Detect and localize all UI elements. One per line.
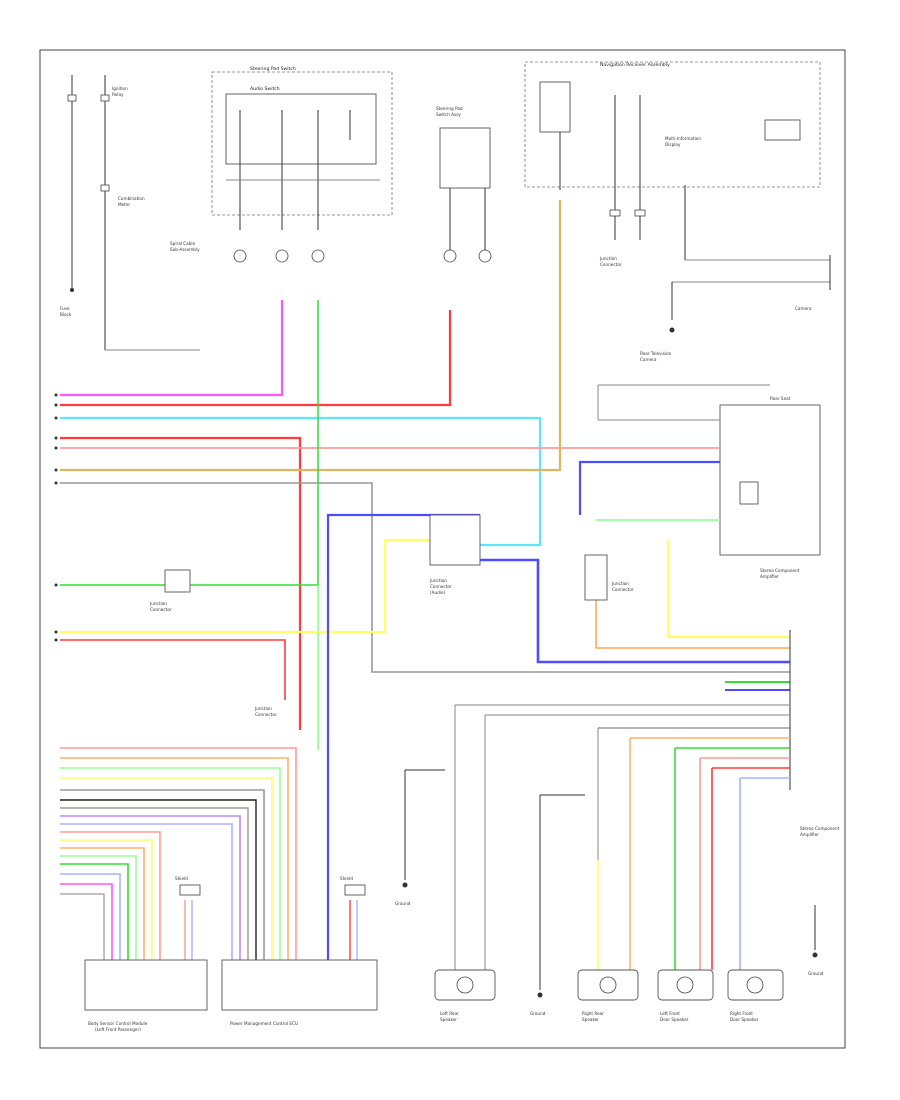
- radio-receiver-top: Navigation Receiver Assembly Multi-Infor…: [524, 61, 831, 362]
- svg-text:Body Sensor Control Module: Body Sensor Control Module: [88, 1021, 148, 1026]
- svg-text:Combination: Combination: [118, 196, 145, 201]
- svg-text:Right Rear: Right Rear: [582, 1011, 604, 1016]
- svg-text:Stereo Component: Stereo Component: [800, 826, 840, 831]
- telephone-switch: Steering Pad Switch Assy: [436, 106, 492, 263]
- right-front-door-speaker: Right Front Door Speaker: [727, 969, 784, 1022]
- wire-tan: [60, 200, 562, 472]
- svg-text:Steering Pad: Steering Pad: [436, 106, 463, 111]
- left-edge-terminals: [54, 393, 58, 642]
- svg-text:Door Speaker: Door Speaker: [660, 1017, 689, 1022]
- svg-text:Junction: Junction: [611, 581, 629, 586]
- body-sensor-control-module: Body Sensor Control Module (Left Front P…: [84, 959, 208, 1032]
- svg-text:Block: Block: [60, 312, 72, 317]
- wire-green: [60, 300, 319, 750]
- shield-connectors-bottom: Shield Shield: [175, 876, 366, 960]
- svg-text:Relay: Relay: [112, 92, 124, 97]
- svg-text:Connector: Connector: [150, 607, 172, 612]
- wire-light-green-right: [596, 519, 790, 691]
- svg-text:Spiral Cable: Spiral Cable: [170, 241, 196, 246]
- svg-text:Amplifier: Amplifier: [760, 574, 779, 579]
- svg-text:Audio Switch: Audio Switch: [250, 86, 280, 92]
- svg-text:Junction: Junction: [149, 601, 167, 606]
- steering-pad-switch: Steering Pad Switch Audio Switch Spiral …: [170, 66, 393, 263]
- svg-text:Junction: Junction: [599, 256, 617, 261]
- svg-text:Left Rear: Left Rear: [440, 1011, 459, 1016]
- svg-text:(Audio): (Audio): [430, 590, 446, 595]
- right-terminal-strip: Stereo Component Amplifier: [455, 630, 840, 837]
- wire-bundle-left: [60, 747, 297, 960]
- svg-text:Ground: Ground: [808, 971, 824, 976]
- svg-text:(Left Front Passenger): (Left Front Passenger): [95, 1027, 141, 1032]
- svg-text:Right Front: Right Front: [730, 1011, 753, 1016]
- svg-text:Navigation Receiver Assembly: Navigation Receiver Assembly: [600, 62, 670, 68]
- wire-orange: [595, 600, 790, 649]
- speaker-wires: Ground Ground Ground: [395, 705, 824, 1016]
- svg-text:Connector: Connector: [430, 584, 452, 589]
- svg-text:Door Speaker: Door Speaker: [730, 1017, 759, 1022]
- left-front-door-speaker: Left Front Door Speaker: [657, 969, 714, 1022]
- center-junction: Junction Connector (Audio) Junction Conn…: [149, 514, 634, 717]
- power-management-control-ecu: Power Management Control ECU: [221, 959, 378, 1026]
- wire-yellow: [60, 538, 790, 639]
- svg-text:Steering Pad Switch: Steering Pad Switch: [250, 66, 296, 72]
- wire-red-telephone: [60, 310, 452, 407]
- svg-text:Speaker: Speaker: [582, 1017, 599, 1022]
- wire-cyan: [60, 416, 542, 547]
- svg-text:Junction: Junction: [254, 706, 272, 711]
- svg-text:Meter: Meter: [118, 202, 130, 207]
- left-rear-speaker: Left Rear Speaker: [434, 969, 496, 1022]
- svg-text:Stereo Component: Stereo Component: [760, 568, 800, 573]
- svg-text:Shield: Shield: [175, 876, 188, 881]
- diagram-frame: [39, 49, 846, 1049]
- svg-text:Connector: Connector: [612, 587, 634, 592]
- right-junction-block: Rear Seat Stereo Component Amplifier: [597, 384, 821, 579]
- svg-text:Sub-Assembly: Sub-Assembly: [170, 247, 200, 252]
- svg-text:Connector: Connector: [600, 262, 622, 267]
- svg-text:Speaker: Speaker: [440, 1017, 457, 1022]
- svg-text:Junction: Junction: [429, 578, 447, 583]
- svg-text:Ground: Ground: [395, 901, 411, 906]
- svg-text:Switch Assy: Switch Assy: [436, 112, 461, 117]
- svg-text:Shield: Shield: [340, 876, 353, 881]
- svg-text:Power Management Control ECU: Power Management Control ECU: [230, 1021, 298, 1026]
- wire-red-left: [60, 639, 286, 700]
- svg-text:Multi-Information: Multi-Information: [665, 136, 701, 141]
- wire-blue: [326, 460, 790, 960]
- svg-text:Ignition: Ignition: [112, 86, 128, 91]
- svg-text:Connector: Connector: [255, 712, 277, 717]
- top-left-connectors: Ignition Relay Combination Meter Fuse Bl…: [60, 75, 200, 351]
- svg-text:Rear Television: Rear Television: [640, 351, 672, 356]
- svg-text:Rear Seat: Rear Seat: [770, 396, 791, 401]
- svg-text:Ground: Ground: [530, 1011, 546, 1016]
- svg-text:Camera: Camera: [795, 306, 812, 311]
- svg-text:Display: Display: [665, 142, 681, 147]
- svg-text:Camera: Camera: [640, 357, 657, 362]
- svg-text:Fuse: Fuse: [60, 306, 70, 311]
- svg-text:Left Front: Left Front: [660, 1011, 680, 1016]
- right-rear-speaker: Right Rear Speaker: [577, 969, 639, 1022]
- wire-pink: [60, 300, 284, 397]
- svg-text:Amplifier: Amplifier: [800, 832, 819, 837]
- wire-gray: [60, 482, 790, 673]
